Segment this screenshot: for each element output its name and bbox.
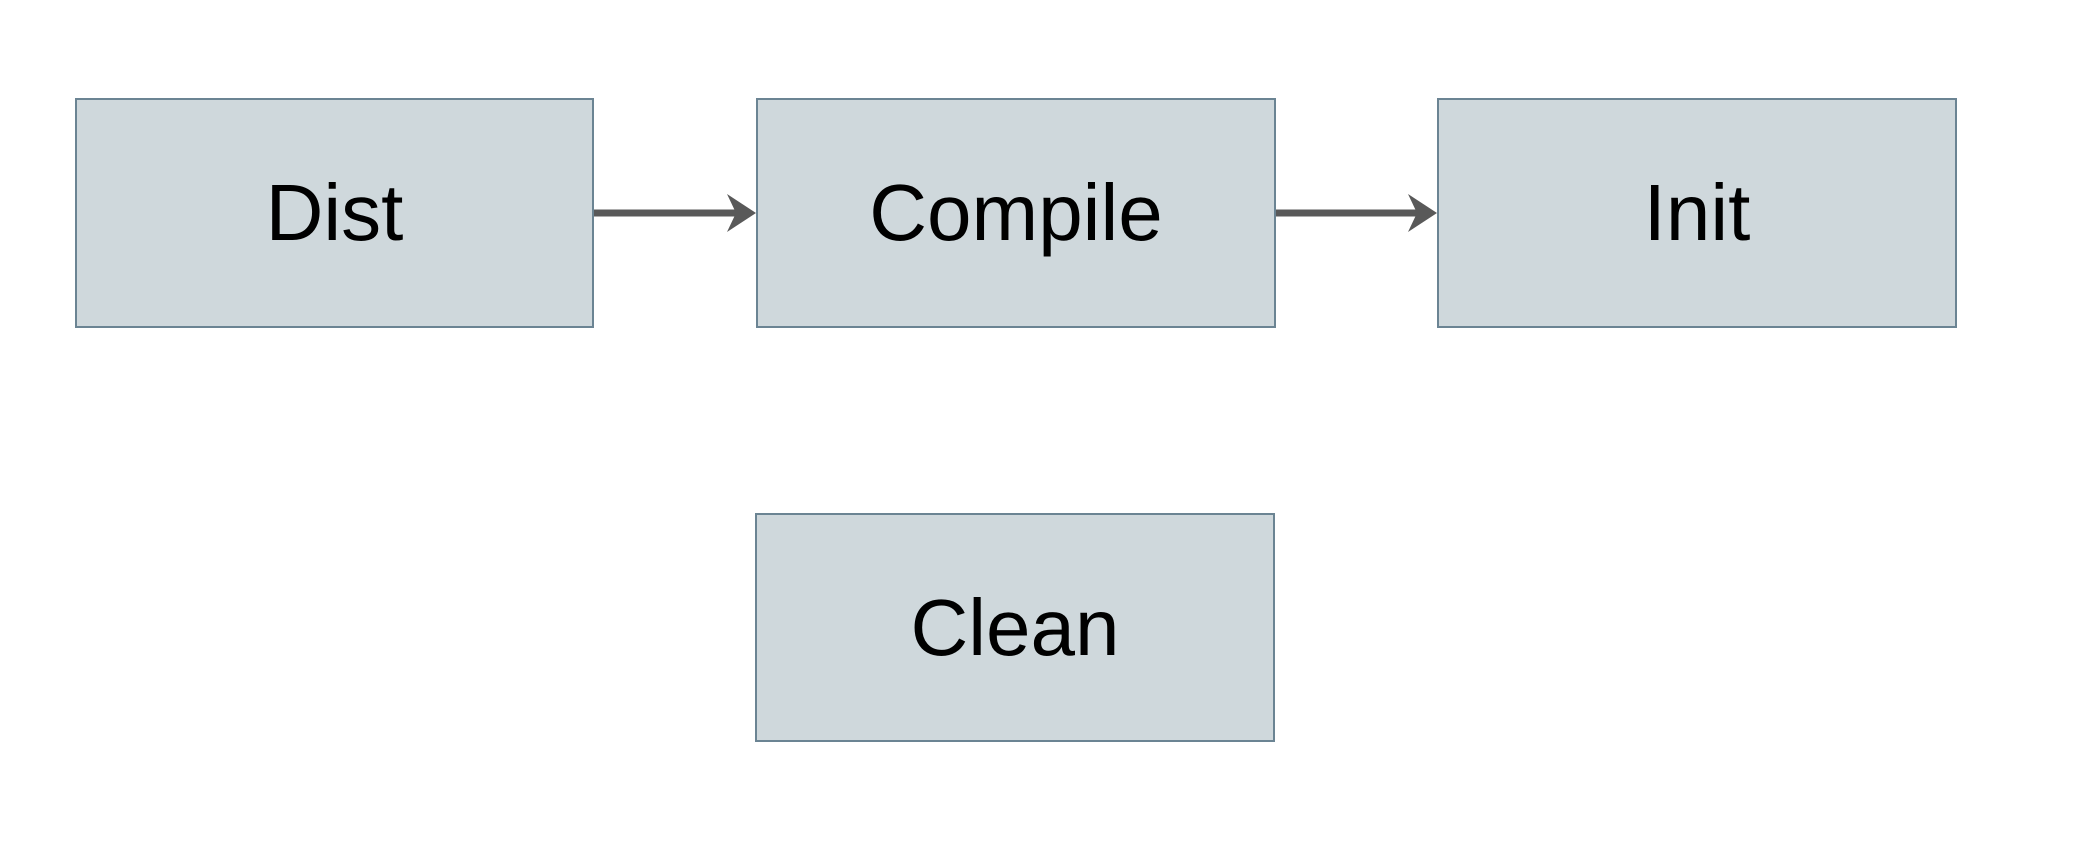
- node-init-label: Init: [1643, 168, 1751, 257]
- node-dist: Dist: [75, 98, 594, 328]
- arrow-compile-to-init: [1276, 194, 1437, 232]
- node-compile-label: Compile: [869, 168, 1163, 257]
- arrow-dist-to-compile: [594, 194, 756, 232]
- node-compile: Compile: [756, 98, 1276, 328]
- node-init: Init: [1437, 98, 1957, 328]
- node-clean-label: Clean: [910, 582, 1120, 672]
- node-clean: Clean: [755, 513, 1275, 742]
- node-dist-label: Dist: [265, 168, 404, 257]
